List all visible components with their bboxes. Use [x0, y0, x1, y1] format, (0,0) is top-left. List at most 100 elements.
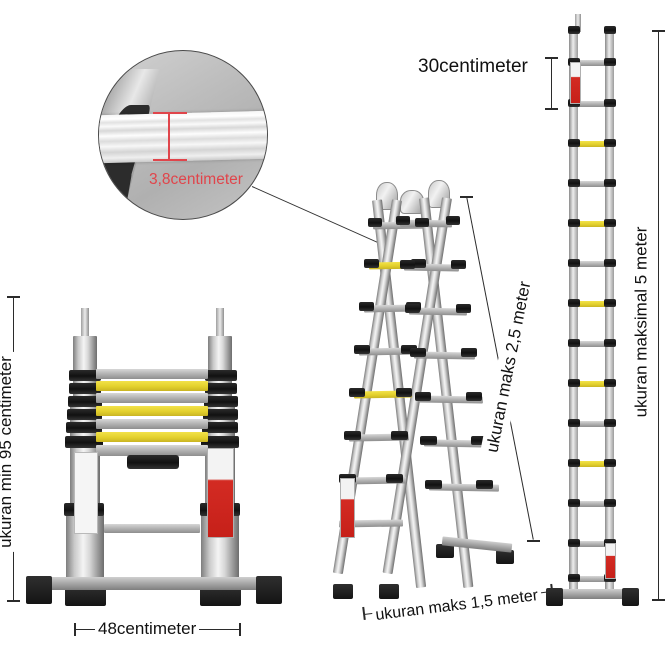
a-frame-front-collar-2: [364, 259, 379, 268]
top-segment-cap-upper: [545, 57, 558, 59]
folded-left-collar-5: [66, 422, 102, 433]
folded-right-collar-6: [201, 436, 239, 448]
extended-rung-8: [576, 341, 607, 347]
a-frame-front-collar-4: [354, 345, 370, 354]
extended-foot-left: [546, 588, 563, 606]
a-frame-front-collar-12: [396, 388, 412, 397]
extended-rung-1: [576, 60, 607, 66]
extended-collar-17: [568, 339, 580, 347]
dimension-stem: [168, 112, 171, 161]
folded-base-stabilizer: [36, 577, 272, 590]
a-frame-rear-collar-10: [456, 304, 471, 313]
extended-height-dim-line: [658, 30, 660, 600]
extended-rung-14: [576, 576, 607, 582]
folded-right-collar-4: [203, 409, 238, 420]
extended-rung-7-yellow: [576, 301, 607, 307]
extended-collar-14: [604, 259, 616, 267]
folded-rung-3: [96, 393, 208, 403]
folded-rung-4-yellow: [96, 406, 208, 416]
extended-collar-21: [568, 419, 580, 427]
folded-rung-5: [96, 419, 208, 429]
extended-collar-25: [568, 499, 580, 507]
extended-rung-5-yellow: [576, 221, 607, 227]
extended-height-cap-bottom: [652, 599, 665, 601]
a-frame-height-cap-top: [460, 196, 473, 198]
extended-collar-13: [568, 259, 580, 267]
folded-right-collar-5: [202, 422, 238, 433]
extended-height-label: ukuran maksimal 5 meter: [629, 222, 654, 422]
extended-collar-20: [604, 379, 616, 387]
a-frame-rear-collar-3: [405, 304, 420, 313]
folded-height-cap-bottom: [7, 600, 20, 602]
folded-left-collar-1: [69, 370, 101, 381]
a-frame-front-collar-9: [411, 259, 426, 268]
folded-right-collar-2: [205, 383, 237, 394]
a-frame-height-label: ukuran maks 2,5 meter: [479, 275, 539, 459]
folded-left-collar-2: [69, 383, 101, 394]
extended-foot-right: [622, 588, 639, 606]
folded-rung-1: [96, 369, 208, 379]
extended-collar-8: [604, 139, 616, 147]
folded-stabilizer-foot-right: [256, 576, 282, 604]
a-frame-rear-collar-13: [471, 436, 488, 445]
extended-collar-18: [604, 339, 616, 347]
a-frame-front-collar-1: [368, 218, 382, 227]
a-frame-rear-collar-12: [466, 392, 482, 401]
folded-left-collar-4: [67, 409, 102, 420]
extended-collar-19: [568, 379, 580, 387]
a-frame-front-collar-11: [401, 345, 417, 354]
a-frame-rear-collar-11: [461, 348, 477, 357]
folded-center-latch: [127, 455, 179, 469]
extended-rung-13: [576, 541, 607, 547]
folded-left-instruction-label: [74, 452, 98, 534]
a-frame-front-foot-right: [379, 584, 399, 599]
extended-collar-7: [568, 139, 580, 147]
a-frame-front-foot-left: [333, 584, 353, 599]
top-segment-dim-line: [551, 57, 553, 109]
extended-collar-1: [568, 26, 580, 34]
folded-rung-7: [96, 445, 208, 456]
folded-right-collar-1: [205, 370, 237, 381]
a-frame-warning-label: [340, 478, 355, 538]
extended-collar-6: [604, 99, 616, 107]
extended-rung-4: [576, 181, 607, 187]
extended-rail-left: [569, 28, 578, 598]
a-frame-front-collar-14: [386, 474, 403, 483]
extended-base-stabilizer: [549, 589, 635, 599]
a-frame-rear-collar-4: [410, 348, 426, 357]
extended-rail-right: [605, 28, 614, 598]
folded-right-warning-label: [207, 448, 234, 538]
top-segment-label: 30centimeter: [418, 56, 528, 77]
extended-rung-2: [576, 101, 607, 107]
extended-collar-12: [604, 219, 616, 227]
extended-collar-24: [604, 459, 616, 467]
a-frame-rear-collar-14: [476, 480, 493, 489]
magnified-rung-beam: [99, 110, 267, 164]
folded-width-cap-left: [74, 623, 76, 636]
rung-thickness-label: 3,8centimeter: [149, 171, 243, 188]
folded-stabilizer-foot-left: [26, 576, 52, 604]
a-frame-rear-collar-1: [396, 216, 410, 225]
extended-warning-label-bottom: [605, 543, 616, 579]
folded-left-collar-6: [65, 436, 103, 448]
a-frame-rear-collar-5: [415, 392, 431, 401]
extended-collar-11: [568, 219, 580, 227]
extended-rung-12: [576, 501, 607, 507]
extended-collar-16: [604, 299, 616, 307]
a-frame-front-collar-5: [349, 388, 365, 397]
extended-collar-26: [604, 499, 616, 507]
extended-collar-9: [568, 179, 580, 187]
extended-height-cap-top: [652, 30, 665, 32]
extended-collar-15: [568, 299, 580, 307]
a-frame-rear-foot-right: [496, 550, 514, 564]
folded-height-cap-top: [7, 296, 20, 298]
folded-rung-2-yellow: [96, 381, 208, 391]
extended-collar-23: [568, 459, 580, 467]
folded-right-collar-3: [204, 396, 238, 407]
a-frame-rear-foot-left: [436, 544, 454, 558]
folded-left-collar-3: [68, 396, 102, 407]
folded-width-label: 48centimeter: [95, 619, 200, 639]
extended-collar-22: [604, 419, 616, 427]
a-frame-rear-collar-6: [420, 436, 437, 445]
a-frame-rear-collar-2: [400, 260, 415, 269]
